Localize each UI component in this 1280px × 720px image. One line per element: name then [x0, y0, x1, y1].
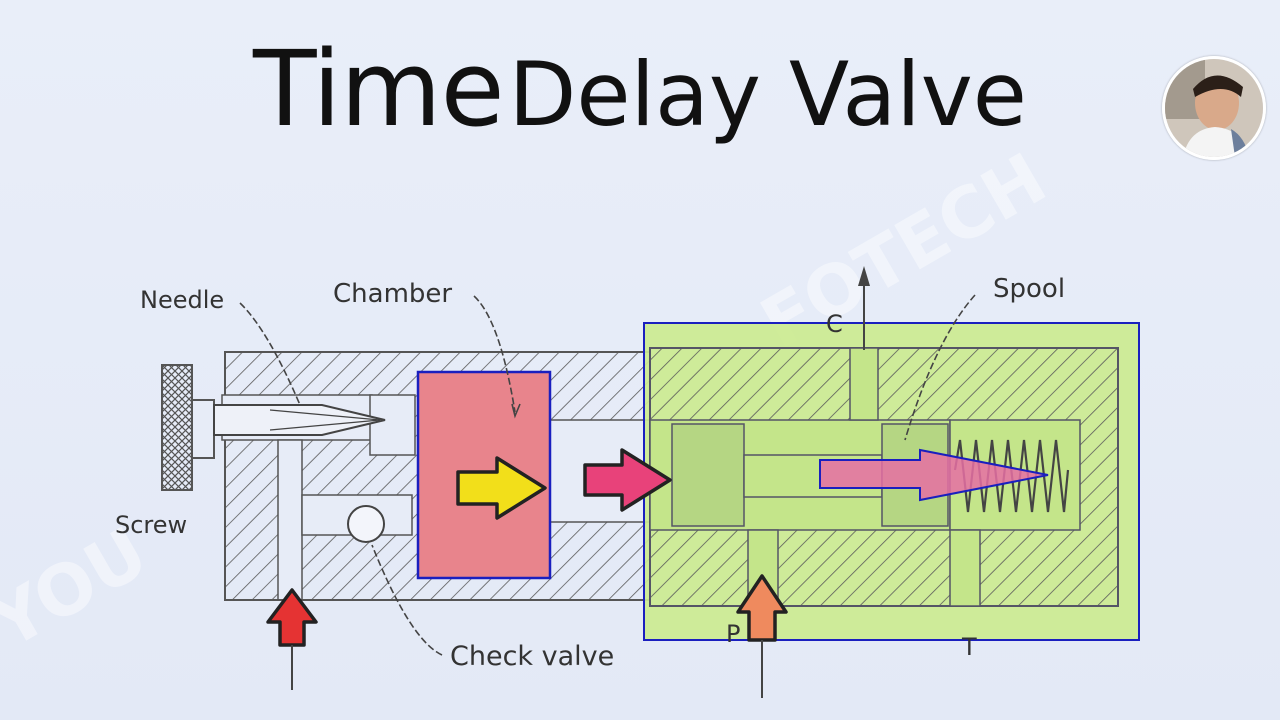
- label-port-p: P: [726, 620, 740, 648]
- label-screw: Screw: [115, 511, 187, 539]
- inlet-arrow-red: [266, 588, 318, 647]
- title-word-delay-valve: Delay Valve: [508, 43, 1027, 146]
- presenter-avatar: [1162, 56, 1266, 160]
- port-c-arrow: [858, 266, 870, 286]
- flow-arrow-yellow: [456, 456, 547, 520]
- inlet-arrow-orange: [736, 574, 788, 642]
- adjusting-screw: [161, 364, 215, 491]
- label-port-c: C: [826, 310, 843, 338]
- label-spool: Spool: [993, 274, 1065, 304]
- flow-arrow-pink: [583, 448, 672, 512]
- label-chamber: Chamber: [333, 279, 452, 309]
- spool-motion-arrow: [819, 448, 1049, 502]
- title-word-time: Time: [253, 28, 505, 150]
- slide-title: Time Delay Valve: [0, 28, 1280, 150]
- spool-land-left: [671, 423, 745, 527]
- needle-shape: [213, 404, 386, 436]
- label-port-t: T: [961, 633, 977, 661]
- check-valve-ball: [347, 505, 385, 543]
- label-needle: Needle: [140, 286, 224, 314]
- label-check-valve: Check valve: [450, 641, 614, 672]
